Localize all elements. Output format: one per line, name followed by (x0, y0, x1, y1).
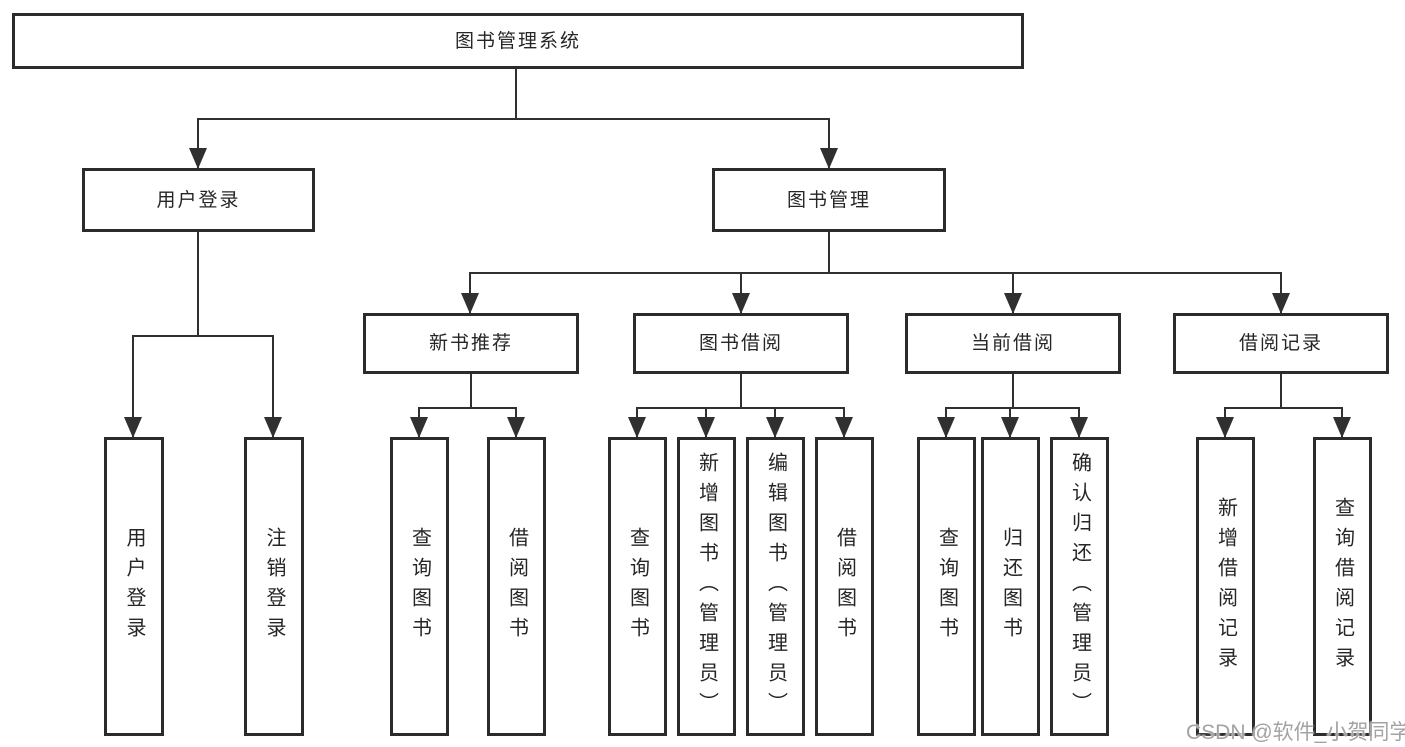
node-label: 借阅图书 (833, 526, 856, 647)
connector-line (636, 407, 845, 409)
connector-line (469, 272, 1281, 274)
arrow-down-icon (1009, 407, 1011, 437)
node-label: 图书管理系统 (454, 30, 581, 52)
connector-line (1224, 407, 1343, 409)
arrow-down-icon (1012, 272, 1014, 313)
connector-line (197, 232, 199, 335)
connector-line (197, 118, 829, 120)
leaf-add-borrow-record: 新增借阅记录 (1196, 437, 1255, 736)
arrow-down-icon (843, 407, 845, 437)
node-label: 查询图书 (935, 526, 958, 647)
leaf-edit-book-admin: 编辑图书（管理员） (746, 437, 805, 736)
arrow-down-icon (515, 407, 517, 437)
arrow-down-icon (197, 118, 199, 168)
leaf-confirm-return-admin: 确认归还（管理员） (1050, 437, 1109, 736)
leaf-query-book: 查询图书 (917, 437, 976, 736)
node-library-system: 图书管理系统 (12, 13, 1024, 69)
node-label: 图书借阅 (698, 333, 783, 354)
node-label: 借阅图书 (505, 526, 528, 647)
arrow-down-icon (469, 272, 471, 313)
connector-line (470, 374, 472, 407)
arrow-down-icon (774, 407, 776, 437)
node-borrow-record: 借阅记录 (1173, 313, 1389, 374)
arrow-down-icon (1341, 407, 1343, 437)
arrow-down-icon (828, 118, 830, 168)
arrow-down-icon (945, 407, 947, 437)
connector-line (132, 335, 274, 337)
connector-line (1280, 374, 1282, 407)
leaf-query-borrow-record: 查询借阅记录 (1313, 437, 1372, 736)
connector-line (418, 407, 517, 409)
node-new-book-recommend: 新书推荐 (363, 313, 579, 374)
watermark: CSDN @软件_小贺同学 (1186, 721, 1405, 744)
node-label: 用户登录 (123, 526, 145, 647)
arrow-down-icon (1280, 272, 1282, 313)
node-label: 查询借阅记录 (1331, 496, 1354, 677)
leaf-add-book-admin: 新增图书（管理员） (677, 437, 736, 736)
leaf-borrow-book: 借阅图书 (487, 437, 546, 736)
node-label: 新书推荐 (428, 333, 513, 354)
connector-line (1012, 374, 1014, 407)
connector-line (828, 232, 830, 272)
arrow-down-icon (132, 335, 134, 437)
node-label: 新增借阅记录 (1214, 496, 1237, 677)
node-label: 图书管理 (786, 189, 871, 211)
arrow-down-icon (740, 272, 742, 313)
node-current-borrow: 当前借阅 (905, 313, 1121, 374)
node-label: 查询图书 (408, 526, 431, 647)
leaf-logout: 注销登录 (244, 437, 304, 736)
node-label: 借阅记录 (1238, 333, 1323, 354)
leaf-return-book: 归还图书 (981, 437, 1040, 736)
leaf-query-book: 查询图书 (608, 437, 667, 736)
node-label: 注销登录 (263, 526, 285, 647)
node-label: 新增图书（管理员） (695, 451, 718, 722)
connector-line (740, 374, 742, 407)
connector-line (945, 407, 1080, 409)
node-label: 确认归还（管理员） (1068, 451, 1091, 722)
arrow-down-icon (636, 407, 638, 437)
node-user-login: 用户登录 (82, 168, 315, 232)
arrow-down-icon (705, 407, 707, 437)
node-book-management: 图书管理 (712, 168, 946, 232)
arrow-down-icon (272, 335, 274, 437)
leaf-borrow-book: 借阅图书 (815, 437, 874, 736)
connector-line (515, 69, 517, 118)
arrow-down-icon (418, 407, 420, 437)
leaf-user-login: 用户登录 (104, 437, 164, 736)
arrow-down-icon (1078, 407, 1080, 437)
node-label: 归还图书 (999, 526, 1022, 647)
node-label: 当前借阅 (970, 333, 1055, 354)
node-label: 用户登录 (156, 189, 241, 211)
node-book-borrow: 图书借阅 (633, 313, 849, 374)
leaf-query-book: 查询图书 (390, 437, 449, 736)
arrow-down-icon (1224, 407, 1226, 437)
node-label: 编辑图书（管理员） (764, 451, 787, 722)
node-label: 查询图书 (626, 526, 649, 647)
